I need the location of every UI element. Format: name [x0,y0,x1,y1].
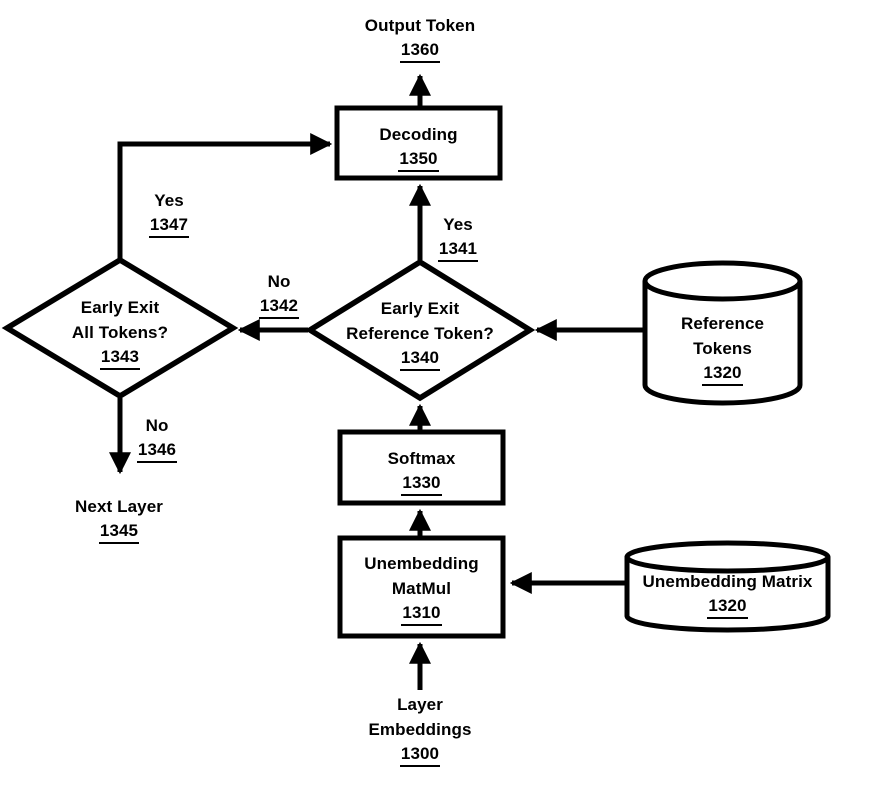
reference-tokens-label: Reference Tokens 1320 [645,311,800,386]
early-exit-all-tokens-text-1: Early Exit [80,298,160,317]
reference-tokens-text-1: Reference [680,314,765,333]
next-layer-ref: 1345 [98,520,140,544]
early-exit-all-tokens-label: Early Exit All Tokens? 1343 [30,295,210,370]
early-exit-all-tokens-ref: 1343 [99,346,141,370]
decoding-text: Decoding [379,125,458,144]
reference-tokens-cylinder-top [642,260,803,302]
edge-yes-1347-word: Yes [154,191,184,210]
early-exit-all-tokens-text-2: All Tokens? [71,323,169,342]
output-token-ref: 1360 [399,39,441,63]
early-exit-reference-token-ref: 1340 [399,347,441,371]
softmax-ref: 1330 [401,472,442,496]
unembedding-matrix-text: Unembedding Matrix [642,572,813,591]
early-exit-reference-token-text-1: Early Exit [380,299,460,318]
unembedding-matmul-text-2: MatMul [391,579,452,598]
early-exit-reference-token-label: Early Exit Reference Token? 1340 [320,296,520,371]
unembedding-matmul-label: Unembedding MatMul 1310 [340,551,503,626]
early-exit-reference-token-diamond [304,258,536,402]
decoding-label: Decoding 1350 [337,122,500,172]
decoding-ref: 1350 [398,148,439,172]
edge-yes-1341-ref: 1341 [437,238,479,262]
layer-embeddings-label: Layer Embeddings 1300 [320,692,520,767]
unembedding-matrix-cylinder [624,557,831,633]
unembedding-matrix-cylinder-top [624,540,831,574]
edge-yes-1347-ref: 1347 [148,214,190,238]
edge-no-1342-ref: 1342 [258,295,300,319]
reference-tokens-cylinder [642,281,803,406]
layer-embeddings-text-2: Embeddings [368,720,472,739]
unembedding-matmul-box [337,535,506,639]
next-layer-label: Next Layer 1345 [39,494,199,544]
arrow-yes-1347 [117,132,333,262]
reference-tokens-ref: 1320 [702,362,743,386]
unembedding-matmul-text-1: Unembedding [364,554,479,573]
edge-no-1346-ref: 1346 [136,439,178,463]
unembedding-matrix-label: Unembedding Matrix 1320 [627,569,828,619]
layer-embeddings-text-1: Layer [397,695,443,714]
output-token-label: Output Token 1360 [320,13,520,63]
layer-embeddings-ref: 1300 [399,743,441,767]
edge-label-yes-1341: Yes 1341 [418,212,498,262]
edge-no-1342-word: No [267,272,291,291]
softmax-box [337,429,506,506]
output-token-text: Output Token [364,16,476,35]
unembedding-matrix-ref: 1320 [707,595,748,619]
edge-yes-1341-word: Yes [443,215,473,234]
reference-tokens-text-2: Tokens [693,339,752,358]
decoding-box [334,105,503,181]
softmax-text: Softmax [387,449,456,468]
edge-label-yes-1347: Yes 1347 [129,188,209,238]
unembedding-matmul-ref: 1310 [401,602,442,626]
edge-no-1346-word: No [145,416,169,435]
edge-label-no-1346: No 1346 [117,413,197,463]
early-exit-all-tokens-diamond [1,256,239,400]
edge-label-no-1342: No 1342 [239,269,319,319]
softmax-label: Softmax 1330 [340,446,503,496]
next-layer-text: Next Layer [75,497,163,516]
early-exit-reference-token-text-2: Reference Token? [346,324,494,343]
